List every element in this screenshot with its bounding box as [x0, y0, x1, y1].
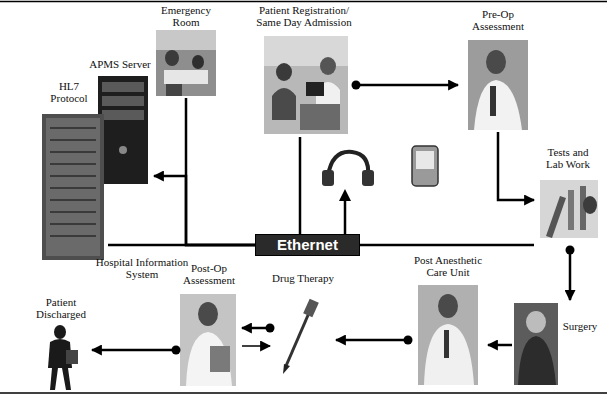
station-label: APMS Server — [86, 58, 154, 70]
handheld-device — [412, 146, 438, 186]
station-node: Drug Therapy — [270, 272, 336, 372]
station-node: Patient Discharged — [30, 296, 92, 392]
station-node: Post Anesthetic Care Unit — [408, 254, 488, 388]
station-label: Hospital Information System — [92, 256, 192, 280]
flow-connector — [336, 339, 408, 342]
registration-photo — [264, 36, 348, 134]
device-arrowhead — [339, 189, 351, 201]
station-node: Pre-Op Assessment — [458, 8, 538, 132]
station-label: Surgery — [560, 320, 600, 332]
station-label: Pre-Op Assessment — [463, 8, 533, 32]
station-node: Patient Registration/ Same Day Admission — [252, 4, 356, 137]
flow-connector — [154, 176, 255, 245]
flow-connector — [108, 244, 255, 247]
server-tower — [98, 76, 148, 184]
protocol-label: HL7 Protocol — [44, 80, 94, 104]
flow-connector — [360, 244, 534, 247]
bottom-rule — [0, 392, 607, 394]
lab-photo — [540, 180, 598, 238]
flow-connector — [569, 250, 572, 300]
flow-connector — [92, 349, 176, 352]
server-node: APMS Server — [86, 58, 154, 186]
network-box: Ethernet — [255, 234, 360, 256]
flow-connector — [498, 132, 534, 200]
surgery-photo — [514, 303, 558, 385]
station-label: Emergency Room — [150, 4, 222, 28]
station-label: Patient Registration/ Same Day Admission — [254, 4, 354, 28]
patient-silhouette — [48, 325, 78, 390]
station-node: Tests and Lab Work — [534, 146, 602, 250]
flow-connector — [356, 84, 458, 87]
station-label: Drug Therapy — [270, 272, 336, 284]
post-op-photo — [180, 294, 236, 386]
server-rack — [42, 114, 104, 260]
network-label: Ethernet — [277, 235, 338, 255]
top-rule — [0, 1, 607, 3]
station-label: Patient Discharged — [30, 296, 92, 320]
pipette-drawing — [283, 299, 319, 374]
flow-connector — [242, 345, 270, 347]
device-link — [344, 200, 347, 234]
emergency-photo — [156, 30, 216, 96]
station-node: Surgery — [512, 300, 600, 388]
pre-op-photo — [468, 40, 528, 130]
flow-connector — [299, 137, 302, 234]
flow-connector — [242, 327, 270, 330]
station-node: Emergency Room — [150, 4, 222, 98]
station-label: Post-Op Assessment — [176, 262, 242, 286]
server-node: Hospital Information System — [40, 112, 108, 262]
station-node: Post-Op Assessment — [176, 262, 242, 388]
headset-device — [322, 152, 374, 186]
pacu-photo — [418, 285, 478, 385]
station-label: Post Anesthetic Care Unit — [408, 254, 488, 278]
station-label: Tests and Lab Work — [540, 146, 596, 170]
flow-connector — [186, 98, 255, 245]
flow-connector — [488, 344, 512, 347]
